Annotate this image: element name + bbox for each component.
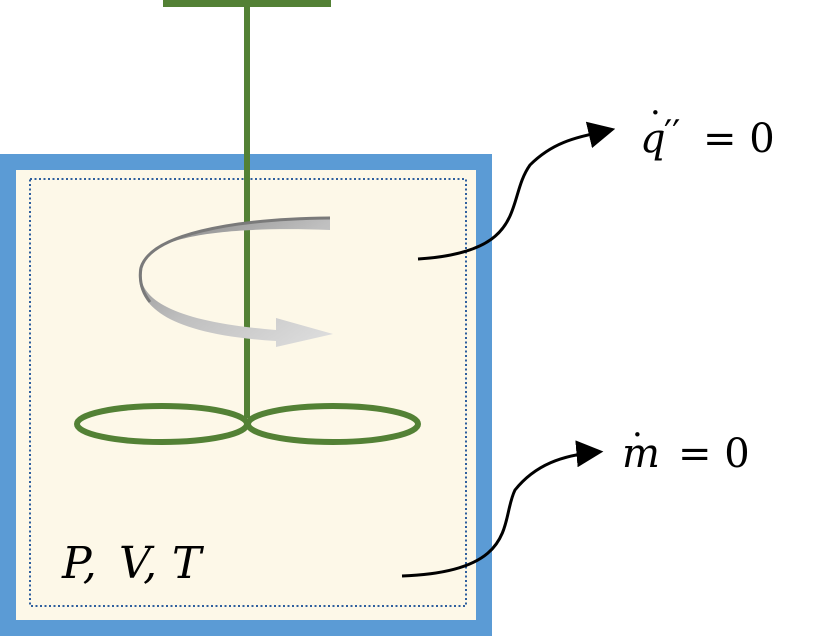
heat-flux-symbol: q [640, 116, 666, 162]
mass-flow-symbol: m [622, 431, 660, 477]
mass-flow-dot: · [632, 415, 643, 455]
mass-flow-equals: = 0 [678, 431, 750, 477]
rotation-swirl-icon [138, 216, 333, 347]
state-volume: V, [119, 538, 157, 589]
mass-flow-arrow [401, 440, 604, 578]
heat-flux-arrow [417, 121, 616, 261]
state-pressure: P, [61, 538, 97, 589]
state-variables-label: P, V, T [61, 538, 205, 589]
heat-flux-label: q · ′′ = 0 [640, 93, 775, 162]
stirrer-top-bar [163, 0, 331, 7]
heat-flux-dot: · [650, 93, 661, 133]
mass-flow-label: m · = 0 [622, 415, 750, 477]
heat-flux-prime: ′′ [664, 114, 680, 155]
heat-flux-equals: = 0 [703, 116, 775, 162]
paddle-blade-right [245, 403, 421, 445]
state-temperature: T [172, 538, 205, 589]
